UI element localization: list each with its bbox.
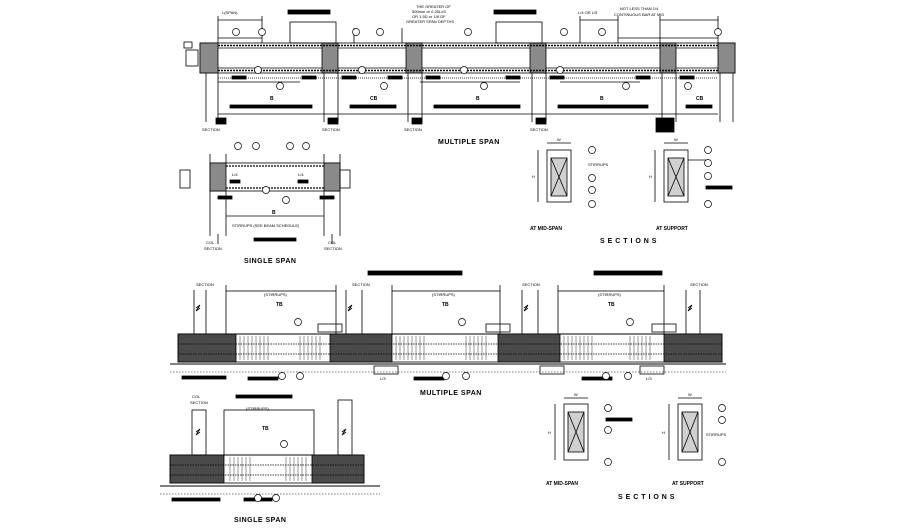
single-col-label-left: COL <box>206 240 215 245</box>
span-label-b-3: B <box>600 96 604 102</box>
b-section-label-1: SECTION <box>196 282 214 287</box>
mid-height-label: H <box>532 174 535 179</box>
title-multiple-span-top: MULTIPLE SPAN <box>438 139 500 146</box>
top-multiple-span-callouts <box>232 28 722 90</box>
bottom-sections-callouts <box>604 404 726 466</box>
bottom-multiple-span-elevation <box>170 270 726 381</box>
b-section-label-2: SECTION <box>352 282 370 287</box>
sections-title-top: S E C T I O N S <box>600 238 657 245</box>
greater-of-line-2: 500mm or 0.25LxS <box>412 9 446 14</box>
single-stirrups-note: STIRRUPS (SEE BEAM SCHEDULE) <box>232 223 300 228</box>
top-single-span-text: L/4 L/4 B STIRRUPS (SEE BEAM SCHEDULE) C… <box>204 172 342 265</box>
title-multiple-span-bottom: MULTIPLE SPAN <box>420 390 482 397</box>
greater-of-line-1: THE GREATER OF <box>416 4 451 9</box>
single-span-label-b: B <box>272 210 276 216</box>
title-single-span-bottom: SINGLE SPAN <box>234 517 286 524</box>
span-label-tb-1: TB <box>276 302 283 308</box>
b-support-height-label: H <box>662 430 665 435</box>
mid-stirrups-label: STIRRUPS <box>588 162 609 167</box>
b-stirrups-3: (STIRRUPS) <box>598 292 622 297</box>
support-height-label: H <box>649 174 652 179</box>
top-multiple-span-elevation <box>183 9 736 133</box>
single-section-label-left: SECTION <box>204 246 222 251</box>
top-single-span-callouts <box>234 142 310 204</box>
sections-title-bottom: S E C T I O N S <box>618 494 675 501</box>
l4-or-l5-label: L/4 OR L/5 <box>578 10 598 15</box>
section-label-3: SECTION <box>404 127 422 132</box>
bottom-sections-text: W H W H STIRRUPS AT MID-SPAN AT SUPPORT … <box>546 392 727 501</box>
span-label-tb-3: TB <box>608 302 615 308</box>
top-sections <box>537 142 733 203</box>
b-mid-height-label: H <box>548 430 551 435</box>
l-span-label: L(SPAN) <box>222 10 238 15</box>
not-less-than-line-1: NOT LESS THAN 1/4 <box>620 6 659 11</box>
bottom-multiple-span-text: SECTION SECTION SECTION SECTION (STIRRUP… <box>196 282 708 397</box>
title-single-span-top: SINGLE SPAN <box>244 258 296 265</box>
bs-section-label: SECTION <box>190 400 208 405</box>
top-single-span-elevation <box>179 154 351 244</box>
bottom-multiple-span-callouts <box>278 318 634 380</box>
single-col-label-right: COL <box>328 240 337 245</box>
single-l4-right: L/4 <box>298 172 304 177</box>
bottom-single-span-text: COL SECTION (STIRRUPS) TB SINGLE SPAN <box>190 394 286 524</box>
b-l3-label-1: L/3 <box>380 376 386 381</box>
b-section-label-4: SECTION <box>690 282 708 287</box>
mid-width-label: W <box>557 137 561 142</box>
at-support-top: AT SUPPORT <box>656 226 688 232</box>
bs-stirrups: (STIRRUPS) <box>246 406 270 411</box>
b-mid-width-label: W <box>574 392 578 397</box>
b-support-width-label: W <box>688 392 692 397</box>
at-mid-span-bottom: AT MID-SPAN <box>546 481 578 487</box>
span-label-b-1: B <box>270 96 274 102</box>
b-section-label-3: SECTION <box>522 282 540 287</box>
span-label-tb-2: TB <box>442 302 449 308</box>
support-width-label: W <box>674 137 678 142</box>
section-label-2: SECTION <box>322 127 340 132</box>
bottom-single-span-elevation <box>160 394 380 502</box>
at-mid-span-top: AT MID-SPAN <box>530 226 562 232</box>
b-stirrups-2: (STIRRUPS) <box>432 292 456 297</box>
b-l3-label-2: L/3 <box>646 376 652 381</box>
single-section-label-right: SECTION <box>324 246 342 251</box>
bs-span-label-tb: TB <box>262 426 269 432</box>
b-support-stirrups: STIRRUPS <box>706 432 727 437</box>
span-label-b-2: B <box>476 96 480 102</box>
section-label-1: SECTION <box>202 127 220 132</box>
top-multiple-span-text: L(SPAN) THE GREATER OF 500mm or 0.25LxS … <box>202 4 704 146</box>
b-stirrups-1: (STIRRUPS) <box>264 292 288 297</box>
bottom-single-span-callouts <box>254 440 288 502</box>
not-less-than-line-2: CONTINUOUS BAR AT MID <box>614 12 664 17</box>
section-label-4: SECTION <box>530 127 548 132</box>
span-label-cb-2: CB <box>696 96 704 102</box>
top-sections-text: W H STIRRUPS W H AT MID-SPAN AT SUPPORT … <box>530 137 688 245</box>
single-l4-left: L/4 <box>232 172 238 177</box>
greater-of-line-3: OR 1.5D or 1/8 OF <box>412 14 446 19</box>
bottom-sections <box>554 397 703 461</box>
span-label-cb-1: CB <box>370 96 378 102</box>
at-support-bottom: AT SUPPORT <box>672 481 704 487</box>
bs-col-label: COL <box>192 394 201 399</box>
top-sections-callouts <box>588 146 712 208</box>
greater-of-line-4: GREATER SPAN DEPTHS <box>406 19 454 24</box>
